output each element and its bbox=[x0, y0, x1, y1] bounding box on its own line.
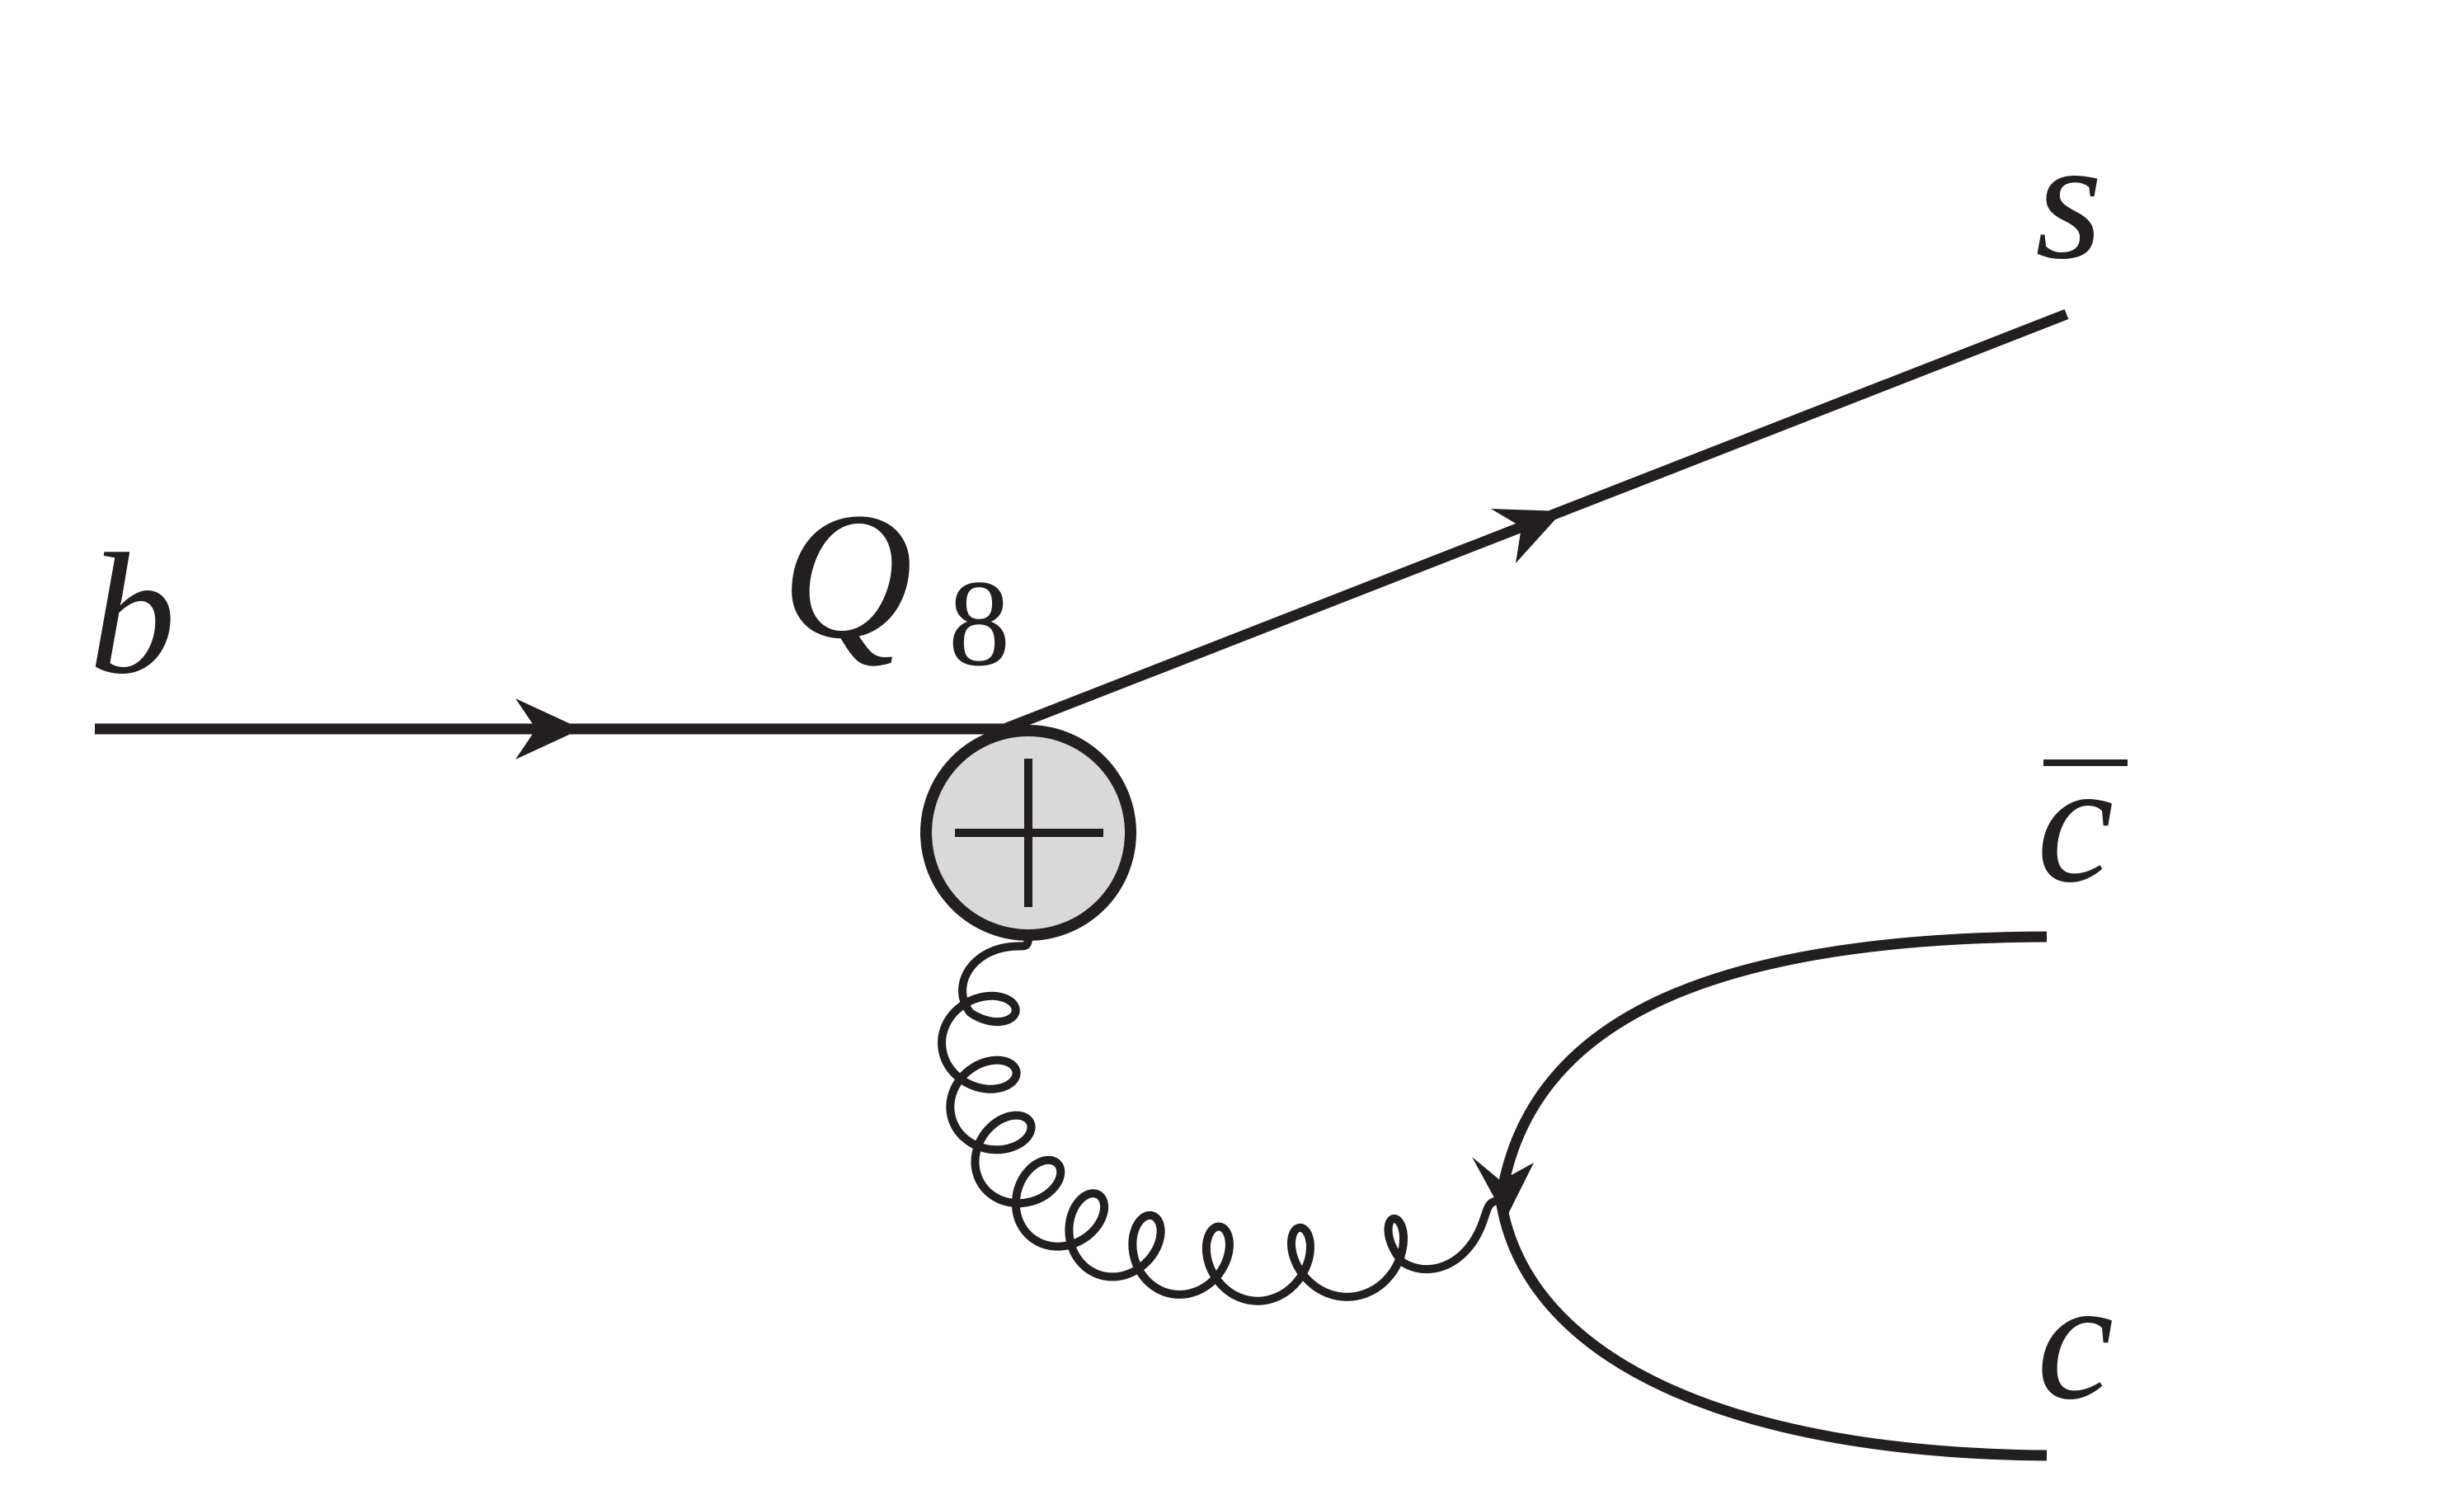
label-c-quark: c bbox=[2037, 1244, 2114, 1436]
b-quark-arrow bbox=[515, 698, 581, 759]
label-b-quark: b bbox=[89, 519, 176, 710]
c-pair-arrow bbox=[1472, 1157, 1534, 1219]
s-quark-arrow bbox=[1491, 509, 1563, 563]
label-operator: Q bbox=[782, 475, 913, 676]
label-c-bar-quark: c bbox=[2037, 727, 2114, 919]
label-operator-index: 8 bbox=[948, 555, 1010, 692]
gluon-line bbox=[938, 936, 1505, 1305]
operator-vertex bbox=[920, 725, 1136, 941]
label-s-quark: s bbox=[2035, 104, 2103, 295]
c-bar-quark-line bbox=[1495, 931, 2048, 1201]
c-quark-line bbox=[1495, 1199, 2048, 1461]
